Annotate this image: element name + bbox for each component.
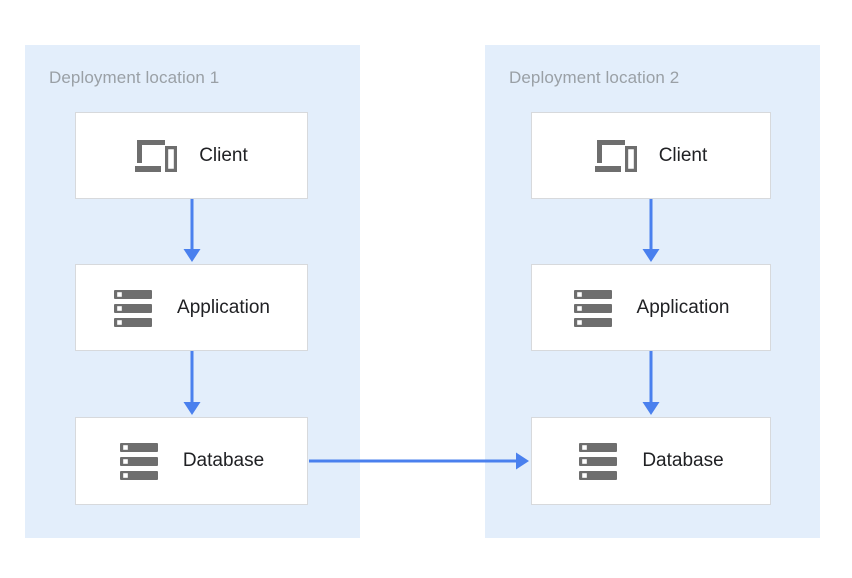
node-label: Client xyxy=(199,144,248,166)
connector-client-2-to-application-2 xyxy=(642,199,660,262)
node-label: Database xyxy=(182,450,265,471)
node-client-1[interactable]: Client xyxy=(75,112,308,199)
node-content: Client xyxy=(135,136,248,176)
server-icon xyxy=(579,443,618,480)
server-icon xyxy=(573,289,612,327)
connector-client-1-to-application-1 xyxy=(183,199,201,262)
server-icon xyxy=(119,443,158,480)
zone-label: Deployment location 2 xyxy=(509,68,680,87)
node-database-1[interactable]: Database xyxy=(75,417,308,505)
node-content: Application xyxy=(573,288,730,328)
node-client-2[interactable]: Client xyxy=(531,112,771,199)
connector-application-2-to-database-2 xyxy=(642,351,660,415)
node-label: Database xyxy=(642,450,724,471)
node-label: Application xyxy=(177,296,270,318)
node-application-1[interactable]: Application xyxy=(75,264,308,351)
devices-icon xyxy=(135,139,178,172)
node-database-2[interactable]: Database xyxy=(531,417,771,505)
node-application-2[interactable]: Application xyxy=(531,264,771,351)
connector-application-1-to-database-1 xyxy=(183,351,201,415)
node-label: Application xyxy=(636,296,730,318)
zone-label: Deployment location 1 xyxy=(49,68,220,87)
devices-icon xyxy=(594,139,637,172)
node-content: Client xyxy=(594,136,708,176)
server-icon xyxy=(114,289,153,327)
node-content: Database xyxy=(119,441,264,481)
node-content: Application xyxy=(113,288,270,328)
node-label: Client xyxy=(658,144,708,166)
node-content: Database xyxy=(578,441,724,481)
connector-database-1-to-database-2 xyxy=(309,452,529,470)
